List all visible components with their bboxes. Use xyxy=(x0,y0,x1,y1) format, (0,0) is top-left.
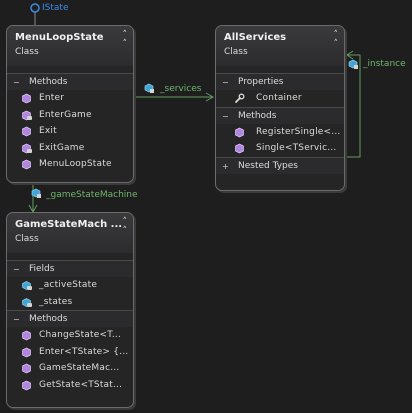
private-lock-icon xyxy=(27,302,32,307)
method-icon xyxy=(22,380,31,390)
collapse-icon[interactable]: ˄˄ xyxy=(333,30,339,49)
method-name: MenuLoopState xyxy=(39,159,112,169)
class-kind: Class xyxy=(15,47,39,57)
method-name: GameStateMac... xyxy=(39,363,120,373)
class-title: AllServices xyxy=(224,32,287,43)
services-association-label: _services xyxy=(160,84,202,94)
method-icon xyxy=(22,330,31,341)
class-kind: Class xyxy=(224,47,248,57)
class-kind: Class xyxy=(15,234,39,244)
field-row[interactable]: _states xyxy=(7,294,133,311)
method-icon xyxy=(22,93,31,104)
property-name: Container xyxy=(256,93,302,103)
method-row[interactable]: GameStateMac... xyxy=(7,360,133,377)
services-arrowhead xyxy=(205,92,215,102)
section-label: Fields xyxy=(29,264,55,274)
properties-section-header[interactable]: − Properties xyxy=(216,73,344,90)
method-name: GetState<TStat... xyxy=(39,379,123,390)
wrench-icon xyxy=(235,93,245,103)
method-name: Enter xyxy=(39,93,65,103)
class-header[interactable]: AllServices Class ˄˄ xyxy=(216,26,344,66)
instance-association-line xyxy=(347,54,361,158)
section-label: Nested Types xyxy=(238,160,298,171)
state-machine-association-label: _gameStateMachine xyxy=(46,190,138,200)
collapse-toggle-icon[interactable]: − xyxy=(222,111,229,121)
instance-arrowhead xyxy=(346,50,354,60)
method-name: Enter<TState> {... xyxy=(39,346,129,357)
private-lock-icon xyxy=(27,148,32,153)
field-icon xyxy=(144,83,154,93)
class-menu-loop-state[interactable]: MenuLoopState Class ˄˄ − Methods Enter E… xyxy=(6,25,134,183)
method-row[interactable]: Exit xyxy=(7,123,133,140)
method-row[interactable]: ExitGame xyxy=(7,140,133,157)
method-name: ExitGame xyxy=(39,142,85,153)
collapse-toggle-icon[interactable]: − xyxy=(13,315,20,324)
method-icon xyxy=(235,127,244,137)
method-name: Exit xyxy=(39,126,57,136)
class-header[interactable]: GameStateMach ... Class ˄˄ xyxy=(7,213,133,253)
class-title: GameStateMach ... xyxy=(15,219,123,230)
methods-section-header[interactable]: − Methods xyxy=(216,106,344,124)
section-label: Methods xyxy=(238,110,277,121)
method-icon xyxy=(22,159,31,170)
methods-section-header[interactable]: − Methods xyxy=(7,73,133,90)
method-name: Single<TServic... xyxy=(256,143,337,153)
collapse-toggle-icon[interactable]: − xyxy=(13,265,20,274)
field-name: _states xyxy=(39,296,73,307)
class-header[interactable]: MenuLoopState Class ˄˄ xyxy=(7,26,133,66)
expand-toggle-icon[interactable]: + xyxy=(222,161,229,171)
method-row[interactable]: MenuLoopState xyxy=(7,156,133,173)
private-lock-icon xyxy=(27,286,32,290)
method-row[interactable]: GetState<TStat... xyxy=(7,377,133,394)
collapse-toggle-icon[interactable]: − xyxy=(222,78,229,87)
instance-association-label: _instance xyxy=(363,59,406,69)
interface-label: IState xyxy=(42,3,69,13)
class-all-services[interactable]: AllServices Class ˄˄ − Properties Contai… xyxy=(215,25,345,191)
property-row[interactable]: Container xyxy=(216,90,344,107)
private-lock-icon xyxy=(27,115,32,120)
method-icon xyxy=(22,363,31,374)
method-name: EnterGame xyxy=(39,109,92,120)
field-row[interactable]: _activeState xyxy=(7,277,133,294)
collapse-icon[interactable]: ˄˄ xyxy=(122,217,128,236)
method-row[interactable]: Enter xyxy=(7,90,133,107)
section-label: Properties xyxy=(238,77,284,87)
section-label: Methods xyxy=(29,314,68,324)
collapse-icon[interactable]: ˄˄ xyxy=(122,30,128,49)
method-row[interactable]: Enter<TState> {... xyxy=(7,344,133,361)
method-icon xyxy=(235,143,244,154)
field-icon xyxy=(348,59,358,69)
class-title: MenuLoopState xyxy=(15,32,104,43)
interface-circle xyxy=(30,3,40,13)
collapse-toggle-icon[interactable]: − xyxy=(13,78,20,87)
method-row[interactable]: Single<TServic... xyxy=(216,140,344,157)
method-row[interactable]: ChangeState<T... xyxy=(7,327,133,344)
method-row[interactable]: EnterGame xyxy=(7,107,133,124)
nested-types-section-header[interactable]: + Nested Types xyxy=(216,156,344,174)
field-icon xyxy=(31,188,41,198)
method-icon xyxy=(22,126,31,137)
method-row[interactable]: RegisterSingle<... xyxy=(216,124,344,141)
field-name: _activeState xyxy=(39,280,98,290)
class-game-state-machine[interactable]: GameStateMach ... Class ˄˄ − Fields _act… xyxy=(6,212,134,408)
fields-section-header[interactable]: − Fields xyxy=(7,260,133,277)
method-name: ChangeState<T... xyxy=(39,330,122,340)
method-icon xyxy=(22,347,31,357)
methods-section-header[interactable]: − Methods xyxy=(7,310,133,327)
section-label: Methods xyxy=(29,77,68,87)
method-name: RegisterSingle<... xyxy=(256,126,341,137)
